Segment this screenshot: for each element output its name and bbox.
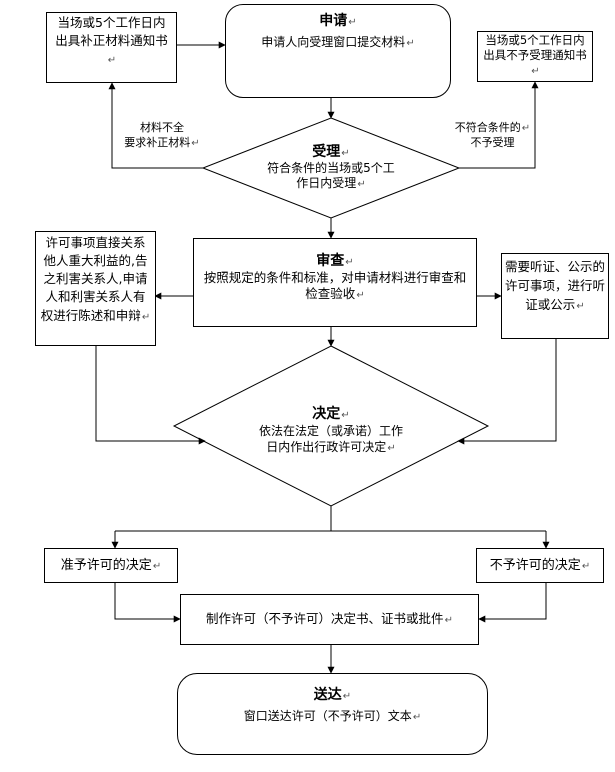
right-notice-text: 当场或5个工作日内出具不予受理通知书↵ — [483, 33, 587, 77]
deliver-text: 窗口送达许可（不予许可）文本↵ — [243, 709, 422, 723]
decide-title: 决定↵ — [312, 406, 350, 422]
arrow-accept-to-left-notice — [108, 82, 203, 169]
arrow-right-review-to-decide — [457, 338, 557, 445]
left-review-node — [35, 231, 156, 346]
review-text: 按照规定的条件和标准，对申请材料进行审查和检查验收↵ — [203, 270, 467, 302]
make-text: 制作许可（不予许可）决定书、证书或批件↵ — [206, 611, 453, 626]
right-review-text: 需要听证、公示的许可事项，进行听证或公示↵ — [505, 259, 606, 312]
deny-node — [476, 548, 604, 583]
left-review-text: 许可事项直接关系他人重大利益的,告之利害关系人,申请人和利害关系人有权进行陈述和… — [40, 235, 151, 323]
arrow-grant-to-make — [114, 583, 181, 623]
arrow-left-review-to-decide — [95, 346, 206, 445]
decide-text: 依法在法定（或承诺）工作日内作出行政许可决定↵ — [258, 424, 403, 454]
left-notice-node — [46, 12, 177, 83]
review-title: 审查↵ — [316, 253, 354, 269]
accept-text: 符合条件的当场或5个工作日内受理↵ — [267, 161, 395, 190]
apply-text: 申请人向受理窗口提交材料↵ — [261, 35, 415, 49]
deliver-node — [177, 673, 488, 755]
arrow-deny-to-make — [478, 583, 547, 623]
grant-node — [44, 548, 178, 583]
left-notice-text: 当场或5个工作日内出具补正材料通知书↵ — [55, 15, 168, 67]
apply-title: 申请↵ — [319, 13, 357, 29]
right-review-node — [501, 253, 609, 339]
arrow-accept-to-right-notice — [459, 81, 539, 169]
label-not-eligible: 不符合条件的↵ 不予受理 — [454, 121, 531, 149]
deny-text: 不予许可的决定↵ — [489, 558, 591, 573]
make-node — [180, 594, 479, 645]
apply-node — [225, 4, 451, 98]
deliver-title: 送达↵ — [313, 687, 352, 703]
review-node — [193, 238, 477, 327]
grant-text: 准予许可的决定↵ — [60, 558, 162, 573]
right-notice-node — [477, 31, 593, 82]
accept-title: 受理↵ — [312, 144, 350, 160]
label-incomplete: 材料不全 要求补正材料↵ — [124, 121, 200, 149]
